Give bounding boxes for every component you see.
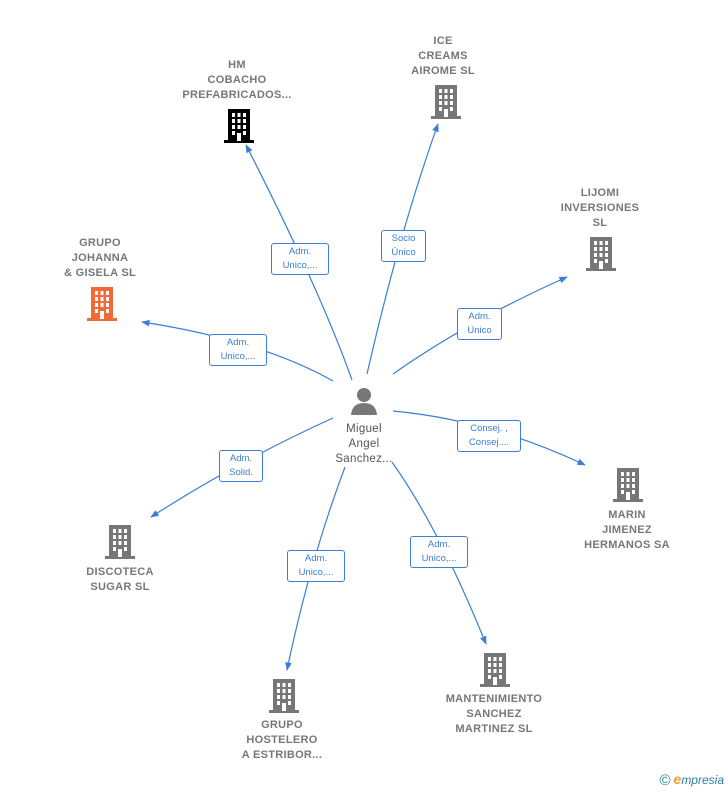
edge-label-grupo-johanna[interactable]: Adm. Unico,... [209, 334, 267, 366]
node-label-ice[interactable]: ICE CREAMS AIROME SL [411, 35, 475, 77]
edge-label-lijomi[interactable]: Adm. Unico [457, 308, 502, 340]
building-icon [613, 468, 643, 502]
node-label-hm[interactable]: HM COBACHO PREFABRICADOS... [182, 59, 292, 101]
building-icon-active [87, 287, 117, 321]
edge-line-hm [245, 144, 353, 381]
node-label-discoteca[interactable]: DISCOTECA SUGAR SL [86, 566, 154, 593]
building-icon [105, 525, 135, 559]
node-label-mantenimiento[interactable]: MANTENIMIENTO SANCHEZ MARTINEZ SL [445, 693, 543, 735]
node-label-hostelero[interactable]: GRUPO HOSTELERO A ESTRIBOR... [241, 719, 323, 761]
edge-label-discoteca[interactable]: Adm. Solid. [219, 450, 263, 482]
edge-label-marin[interactable]: Consej. , Consej.... [457, 420, 521, 452]
person-icon [351, 388, 377, 415]
building-icon [480, 653, 510, 687]
edge-label-ice[interactable]: Socio Único [381, 230, 426, 262]
node-label-grupo-johanna[interactable]: GRUPO JOHANNA & GISELA SL [64, 237, 136, 279]
building-icon [586, 237, 616, 271]
building-icon [224, 109, 254, 143]
empresia-brand[interactable]: ©empresia [659, 771, 724, 789]
edge-label-hostelero[interactable]: Adm. Unico,... [287, 550, 345, 582]
building-icon [269, 679, 299, 713]
node-label-marin[interactable]: MARIN JIMENEZ HERMANOS SA [584, 509, 670, 551]
node-label-lijomi[interactable]: LIJOMI INVERSIONES SL [560, 187, 640, 229]
brand-initial: e [673, 771, 682, 787]
copyright-symbol: © [659, 772, 671, 789]
building-icon [431, 85, 461, 119]
brand-name: mpresia [681, 773, 724, 787]
edge-label-mantenimiento[interactable]: Adm. Unico,... [410, 536, 468, 568]
center-person-name[interactable]: Miguel Angel Sanchez... [335, 423, 393, 465]
edge-label-hm[interactable]: Adm. Unico,... [271, 243, 329, 275]
